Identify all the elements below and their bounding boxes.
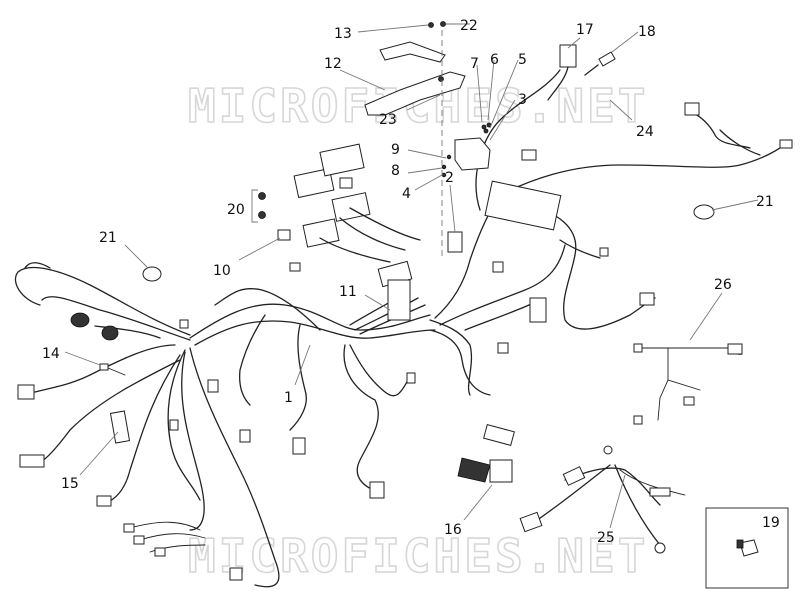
callout-13: 13 bbox=[334, 26, 352, 42]
callout-3: 3 bbox=[518, 92, 527, 108]
svg-text:—: — bbox=[738, 352, 742, 357]
callout-23: 23 bbox=[379, 112, 397, 128]
fuse-relay-group bbox=[277, 143, 426, 335]
callout-26: 26 bbox=[714, 277, 732, 293]
top-center-parts bbox=[364, 21, 562, 260]
callout-7: 7 bbox=[470, 56, 479, 72]
callout-14: 14 bbox=[42, 346, 60, 362]
callout-17: 17 bbox=[576, 22, 594, 38]
callout-22: 22 bbox=[460, 18, 478, 34]
callout-15: 15 bbox=[61, 476, 79, 492]
callout-21-left: 21 bbox=[99, 230, 117, 246]
callout-25: 25 bbox=[597, 530, 615, 546]
detail-box-19: 19 bbox=[705, 507, 789, 589]
callout-9: 9 bbox=[391, 142, 400, 158]
leader-lines bbox=[64, 23, 759, 529]
callout-8: 8 bbox=[391, 163, 400, 179]
callout-1: 1 bbox=[284, 390, 293, 406]
part-25-subharness bbox=[519, 445, 686, 554]
part-16-connector bbox=[457, 424, 515, 483]
callout-5: 5 bbox=[518, 52, 527, 68]
detail-box-label: 19 bbox=[762, 515, 780, 531]
watermark-bottom: MICROFICHES.NET bbox=[188, 529, 648, 583]
callout-24: 24 bbox=[636, 124, 654, 140]
top-right-connectors bbox=[521, 44, 793, 161]
callout-11: 11 bbox=[339, 284, 357, 300]
callout-6: 6 bbox=[490, 52, 499, 68]
callout-2: 2 bbox=[445, 170, 454, 186]
main-wiring-harness bbox=[14, 69, 791, 588]
callout-21-right: 21 bbox=[756, 194, 774, 210]
callout-12: 12 bbox=[324, 56, 342, 72]
part-26-schematic: — bbox=[633, 343, 743, 425]
callout-18: 18 bbox=[638, 24, 656, 40]
callout-4: 4 bbox=[402, 186, 411, 202]
harness-connectors bbox=[17, 204, 715, 581]
callout-labels: 1 2 3 4 5 6 7 8 9 10 11 12 13 14 15 16 1… bbox=[42, 18, 774, 546]
callout-10: 10 bbox=[213, 263, 231, 279]
callout-20: 20 bbox=[227, 202, 245, 218]
callout-16: 16 bbox=[444, 522, 462, 538]
